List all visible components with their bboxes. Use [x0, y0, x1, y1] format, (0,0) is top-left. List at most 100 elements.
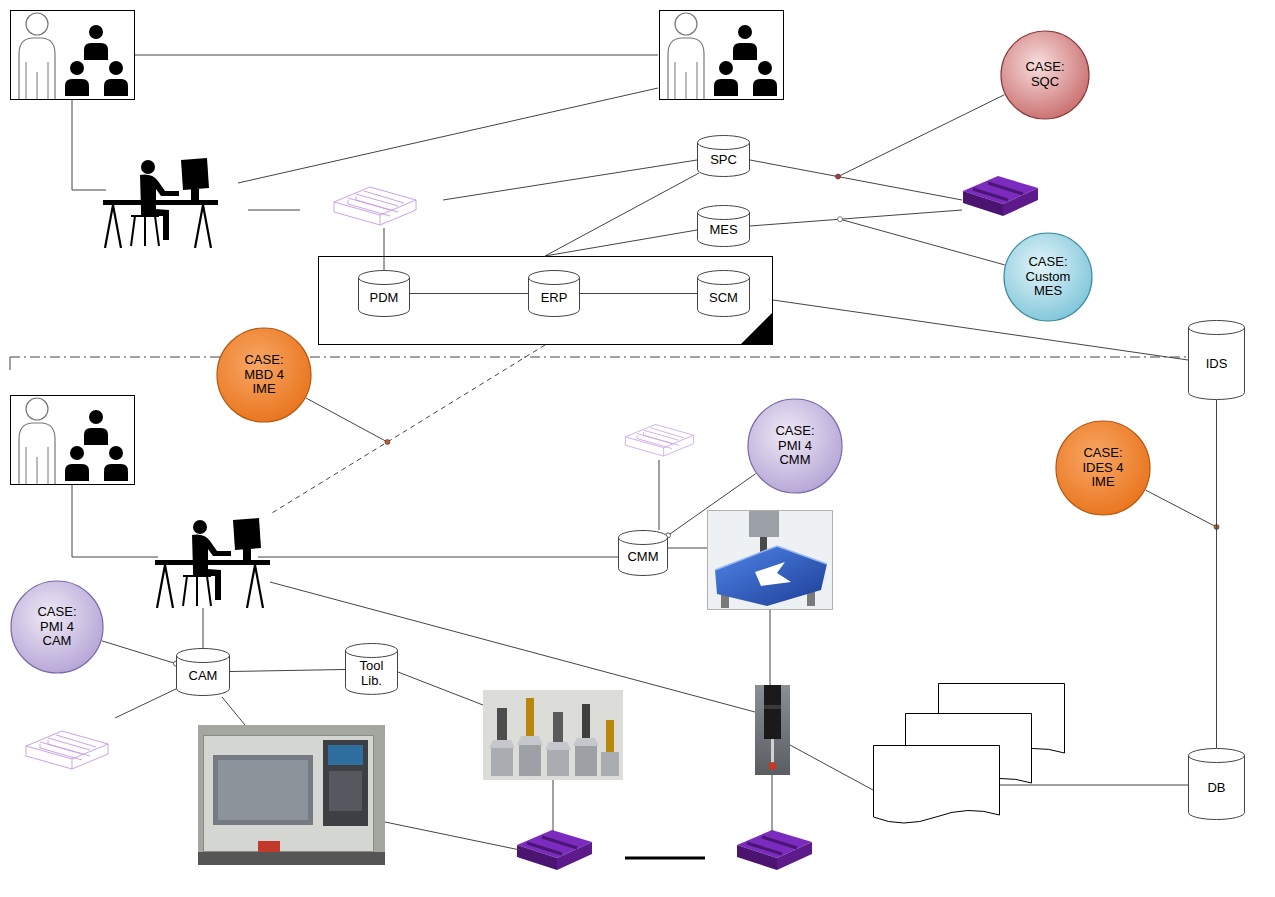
cylinder-outline — [1189, 321, 1245, 400]
node-text-group: MES — [697, 205, 750, 247]
wireframe-part — [26, 187, 694, 769]
tool-photo — [497, 708, 507, 740]
probe-photo — [764, 685, 781, 739]
link-line — [385, 822, 520, 850]
tool-photo — [582, 704, 590, 738]
database-cylinder: IDS — [1188, 320, 1245, 400]
circle-outline — [11, 581, 103, 673]
node-label: IDS — [1206, 357, 1228, 372]
cylinder-outline — [619, 538, 668, 545]
cylinder-outline — [359, 278, 410, 285]
node-text-group: CMM — [618, 530, 668, 576]
junction-dot — [385, 174, 1219, 529]
link-line — [545, 173, 699, 256]
machined-part — [737, 830, 812, 870]
lathe-photo — [204, 736, 374, 852]
cmm-photo — [755, 562, 791, 586]
cylinder-outline — [1189, 328, 1245, 335]
link-line — [772, 775, 773, 832]
leader-line — [1146, 490, 1217, 527]
leader-line — [306, 95, 1217, 527]
document-stack — [874, 684, 1065, 824]
case-circle: CASE: IDES 4 IME — [1055, 420, 1151, 516]
database-cylinder: CMM — [618, 530, 668, 576]
lathe-photo — [218, 760, 308, 820]
tool-photo — [553, 712, 563, 742]
people-group — [11, 11, 784, 485]
cylinder-outline — [359, 271, 410, 317]
cmm-photo — [708, 511, 833, 610]
node-label: Tool Lib. — [352, 659, 392, 689]
cmm-photo — [749, 511, 779, 537]
tool-photo — [489, 740, 515, 748]
link-line — [72, 485, 158, 557]
link-line — [770, 610, 771, 685]
node-text-group: SCM — [697, 270, 750, 317]
node-text-group: DB — [1188, 748, 1245, 820]
node-text-group: CASE: PMI 4 CAM — [10, 580, 104, 674]
document-stack — [874, 746, 1000, 824]
junction-dot — [836, 174, 841, 179]
database-cylinder: MES — [697, 205, 750, 247]
wireframe-part — [625, 424, 693, 456]
connector — [668, 474, 756, 536]
link-line — [238, 88, 658, 183]
enterprise-box — [319, 257, 774, 346]
node-label: PDM — [370, 291, 399, 306]
probe-photo — [769, 762, 777, 770]
tool-photo — [517, 736, 543, 745]
link-line — [135, 55, 658, 56]
link-line — [222, 697, 245, 725]
case-circle: CASE: MBD 4 IME — [216, 327, 312, 423]
case-circle: CASE: Custom MES — [1003, 232, 1093, 322]
part-link — [625, 857, 705, 860]
wireframe-part — [334, 187, 416, 225]
tool-photo — [601, 752, 619, 776]
lathe-photo — [328, 745, 363, 765]
node-label: CAM — [189, 669, 218, 684]
junction-dot — [838, 217, 843, 222]
node-label: SCM — [709, 291, 738, 306]
link-line — [668, 548, 707, 549]
lathe-photo — [329, 771, 362, 811]
leader-line — [838, 95, 1005, 177]
node-text-group: CASE: Custom MES — [1003, 232, 1093, 322]
database-cylinder: PDM — [358, 270, 410, 317]
probe-photo — [771, 739, 774, 763]
link-line — [10, 357, 11, 370]
lathe-photo — [323, 740, 368, 826]
cmm-photo — [715, 546, 827, 606]
cylinder-outline — [698, 213, 750, 220]
link-line — [659, 460, 660, 530]
link-line — [1000, 785, 1188, 786]
tool-photo — [483, 690, 623, 780]
tool-photo — [547, 750, 569, 776]
cylinder-outline — [346, 651, 398, 658]
link-line — [553, 780, 554, 832]
connector — [102, 641, 176, 664]
tool-photo — [491, 748, 513, 776]
tool-photo — [575, 746, 597, 776]
lathe-photo — [198, 852, 385, 865]
node-label: DB — [1207, 781, 1225, 796]
node-label: SPC — [710, 153, 737, 168]
link-line — [398, 672, 483, 705]
link-line — [443, 160, 697, 200]
cylinder-outline — [698, 136, 750, 177]
link-line — [203, 608, 204, 648]
node-text-group: CASE: SQC — [1000, 30, 1090, 120]
link-line — [773, 300, 1188, 360]
node-label: CMM — [627, 550, 658, 565]
leader-line — [306, 398, 387, 442]
node-text-group: CAM — [176, 648, 230, 696]
lathe-photo — [198, 725, 385, 865]
node-label: MES — [709, 223, 737, 238]
enterprise-box — [740, 312, 773, 345]
link-line — [72, 100, 106, 190]
cylinder-outline — [698, 278, 750, 285]
node-label: CASE: Custom MES — [1017, 255, 1079, 300]
link-line — [258, 557, 618, 558]
cylinder-outline — [1189, 756, 1245, 763]
wireframe-part — [26, 731, 108, 769]
